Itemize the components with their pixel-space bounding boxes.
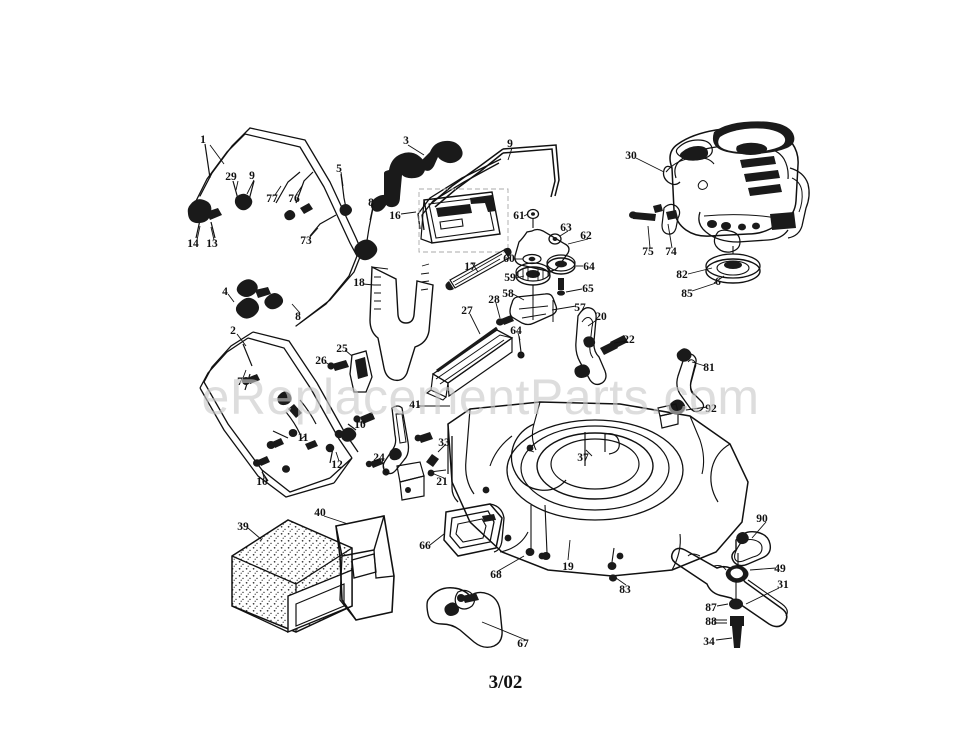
svg-text:28: 28 <box>488 294 500 306</box>
date-stamp-value: 3/02 <box>488 672 523 693</box>
drive-pulley-assembly <box>509 208 576 326</box>
deflector-67 <box>426 587 503 649</box>
date-stamp: 3/02 <box>0 672 973 694</box>
svg-text:58: 58 <box>502 288 514 300</box>
upper-handle-assembly <box>195 127 363 327</box>
svg-text:3: 3 <box>403 135 409 147</box>
engine-pulley-82 <box>705 246 761 284</box>
grass-bag-39 <box>231 519 353 634</box>
svg-text:11: 11 <box>298 432 309 444</box>
callout-numbers: 1 29 9 14 13 77 76 5 8 73 3 9 16 17 4 8 … <box>187 134 789 650</box>
svg-text:75: 75 <box>642 246 654 258</box>
svg-text:18: 18 <box>353 277 365 289</box>
svg-text:82: 82 <box>676 269 688 281</box>
svg-text:8: 8 <box>368 197 374 209</box>
svg-text:74: 74 <box>665 246 677 258</box>
deck-insert-27 <box>425 326 514 401</box>
svg-text:90: 90 <box>756 513 768 525</box>
svg-text:9: 9 <box>249 170 255 182</box>
deck-bracket-41-33-21 <box>365 405 447 501</box>
svg-text:68: 68 <box>490 569 502 581</box>
svg-text:12: 12 <box>331 459 343 471</box>
handlebar-grips <box>370 140 463 212</box>
svg-text:17: 17 <box>464 261 476 273</box>
svg-text:4: 4 <box>222 286 228 298</box>
svg-text:1: 1 <box>200 134 206 146</box>
lower-handle-assembly <box>199 331 359 498</box>
lower-handle-fasteners <box>235 297 390 476</box>
svg-text:65: 65 <box>582 283 594 295</box>
svg-text:92: 92 <box>705 403 717 415</box>
svg-text:10: 10 <box>256 476 268 488</box>
svg-text:81: 81 <box>703 362 715 374</box>
svg-text:40: 40 <box>314 507 326 519</box>
blade-assembly <box>670 530 788 648</box>
chute-cover-18 <box>369 263 434 382</box>
bag-frame-40 <box>335 515 395 621</box>
svg-text:77: 77 <box>266 193 278 205</box>
svg-text:66: 66 <box>419 540 431 552</box>
svg-text:85: 85 <box>681 288 693 300</box>
svg-text:24: 24 <box>373 452 385 464</box>
svg-text:16: 16 <box>389 210 401 222</box>
svg-text:62: 62 <box>580 230 592 242</box>
svg-text:14: 14 <box>187 238 199 250</box>
svg-text:8: 8 <box>295 311 301 323</box>
svg-text:39: 39 <box>237 521 249 533</box>
handle-clamps-upper <box>187 193 378 310</box>
svg-text:37: 37 <box>577 452 589 464</box>
svg-text:34: 34 <box>703 636 715 648</box>
svg-text:64: 64 <box>510 325 522 337</box>
svg-text:13: 13 <box>206 238 218 250</box>
svg-text:26: 26 <box>315 355 327 367</box>
leader-lines <box>196 144 780 641</box>
leader-64-deck <box>517 335 525 359</box>
svg-text:67: 67 <box>517 638 529 650</box>
control-panel-assembly <box>418 188 509 253</box>
svg-text:5: 5 <box>336 163 342 175</box>
svg-text:61: 61 <box>513 210 525 222</box>
svg-text:57: 57 <box>574 302 586 314</box>
svg-text:25: 25 <box>336 343 348 355</box>
svg-text:10: 10 <box>354 419 366 431</box>
mower-deck <box>447 401 749 577</box>
svg-text:88: 88 <box>705 616 717 628</box>
deck-fasteners-68-19-83 <box>525 504 617 582</box>
svg-text:83: 83 <box>619 584 631 596</box>
svg-text:59: 59 <box>504 272 516 284</box>
svg-text:33: 33 <box>438 437 450 449</box>
blade-housing-rings <box>506 419 684 521</box>
bracket-25-26 <box>327 350 373 393</box>
svg-text:64: 64 <box>583 261 595 273</box>
svg-text:60: 60 <box>503 253 515 265</box>
svg-text:22: 22 <box>623 334 635 346</box>
engine-assembly-30 <box>662 121 810 253</box>
engine-mount-hardware <box>629 203 681 235</box>
svg-text:63: 63 <box>560 222 572 234</box>
svg-text:73: 73 <box>300 235 312 247</box>
svg-text:31: 31 <box>777 579 789 591</box>
svg-text:30: 30 <box>625 150 637 162</box>
svg-text:29: 29 <box>225 171 237 183</box>
svg-text:87: 87 <box>705 602 717 614</box>
svg-text:49: 49 <box>774 563 786 575</box>
svg-text:2: 2 <box>230 325 236 337</box>
svg-text:76: 76 <box>288 193 300 205</box>
mulch-plug-66 <box>443 503 505 557</box>
svg-text:9: 9 <box>507 138 513 150</box>
svg-text:21: 21 <box>436 476 448 488</box>
svg-text:19: 19 <box>562 561 574 573</box>
svg-text:20: 20 <box>595 311 607 323</box>
svg-text:6: 6 <box>715 276 721 288</box>
svg-text:7: 7 <box>237 376 243 388</box>
control-lever-81-92 <box>657 348 705 429</box>
fastener-28 <box>496 315 514 326</box>
svg-text:41: 41 <box>409 399 421 411</box>
rod-part-17 <box>445 247 512 291</box>
svg-text:27: 27 <box>461 305 473 317</box>
